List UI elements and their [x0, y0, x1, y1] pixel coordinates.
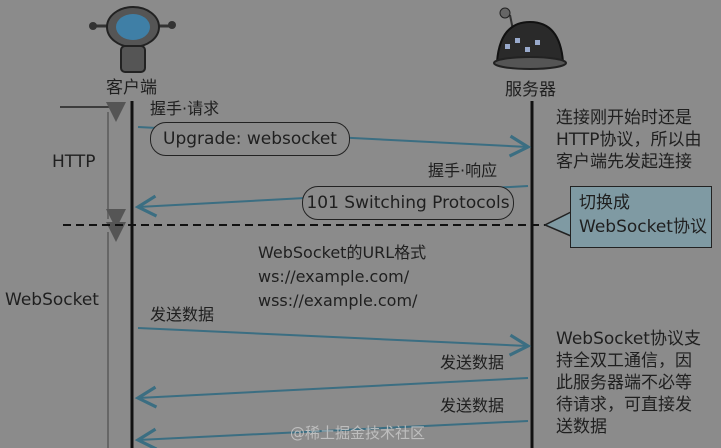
handshake-response-label: 握手·响应	[428, 161, 498, 180]
websocket-phase-label: WebSocket	[5, 290, 99, 310]
note-line: 持全双工通信，因	[556, 351, 692, 371]
http-note: 连接刚开始时还是 HTTP协议，所以由 客户端先发起连接	[556, 107, 716, 173]
watermark: @稀土掘金技术社区	[290, 424, 426, 442]
handshake-request-label: 握手·请求	[150, 99, 220, 118]
switching-protocols-pill: 101 Switching Protocols	[302, 186, 514, 220]
note-line: 此服务器端不必等	[556, 373, 692, 393]
send-data-arrow-1	[137, 327, 532, 357]
upgrade-header-pill: Upgrade: websocket	[150, 122, 350, 156]
server-label: 服务器	[505, 80, 556, 100]
callout-line: 切换成	[579, 193, 630, 213]
send-data-arrow-2	[134, 377, 529, 409]
note-line: WebSocket协议支	[556, 329, 701, 349]
client-label: 客户端	[106, 78, 157, 98]
send-data-label-1: 发送数据	[150, 305, 215, 324]
send-data-label-3: 发送数据	[440, 396, 505, 415]
switch-protocol-callout: 切换成 WebSocket协议	[570, 186, 712, 248]
note-line: wss://example.com/	[258, 291, 418, 310]
note-line: 待请求，可直接发	[556, 395, 692, 415]
note-line: 连接刚开始时还是	[556, 108, 692, 128]
note-line: 客户端先发起连接	[556, 152, 692, 172]
send-data-label-2: 发送数据	[440, 353, 505, 372]
full-duplex-note: WebSocket协议支 持全双工通信，因 此服务器端不必等 待请求，可直接发 …	[556, 328, 716, 438]
callout-line: WebSocket协议	[579, 217, 707, 237]
note-line: HTTP协议，所以由	[556, 130, 702, 150]
url-format-note: WebSocket的URL格式 ws://example.com/ wss://…	[258, 241, 498, 313]
note-line: 送数据	[556, 417, 607, 437]
http-phase-label: HTTP	[52, 152, 96, 172]
note-line: WebSocket的URL格式	[258, 243, 427, 262]
server-robot-icon	[493, 7, 567, 70]
client-robot-icon	[89, 6, 176, 73]
send-data-arrow-3	[134, 420, 529, 448]
note-line: ws://example.com/	[258, 267, 410, 286]
